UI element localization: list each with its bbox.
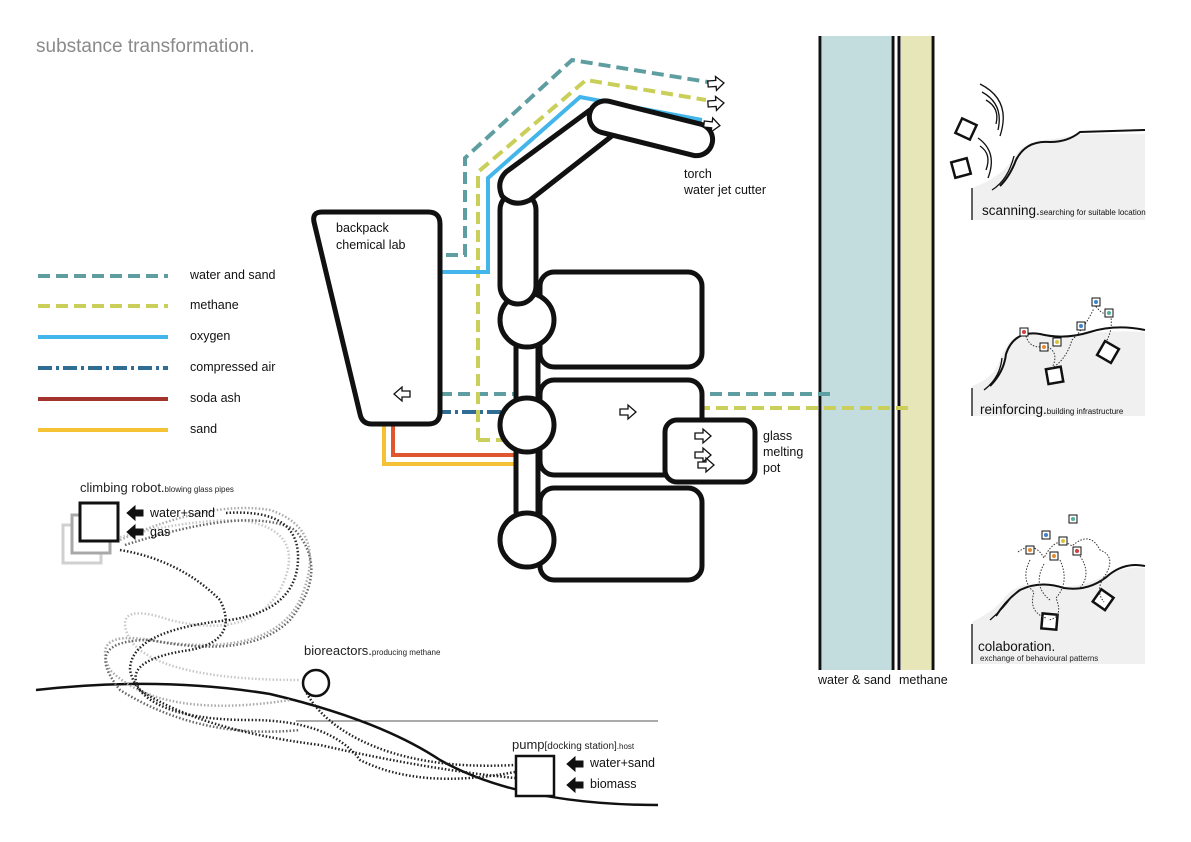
label-chemical-lab: chemical lab — [336, 238, 406, 252]
panel-caption-scanning: scanning.searching for suitable location — [982, 203, 1146, 218]
label-melting: melting — [763, 445, 804, 459]
label-water-jet-cutter: water jet cutter — [684, 183, 766, 197]
tanks — [818, 36, 935, 670]
climbing-input-water-sand: water+sand — [150, 506, 215, 520]
pump-station — [514, 754, 556, 798]
glass-melting-pot — [662, 417, 758, 485]
panel-caption-colaboration-sub: exchange of behavioural patterns — [980, 654, 1099, 663]
torch-head — [586, 98, 716, 159]
legend-label-methane: methane — [190, 298, 239, 312]
pipe-methane-torch — [476, 77, 707, 440]
backpack-chemical-lab — [311, 209, 443, 427]
panel-reinforcing — [971, 297, 1146, 416]
tank-label-water-sand: water & sand — [818, 673, 891, 687]
joint-3 — [497, 510, 557, 570]
landscape — [35, 501, 659, 807]
pump-caption: pump[docking station].host — [512, 737, 635, 752]
body-segment-1 — [537, 269, 705, 370]
panel-caption-reinforcing: reinforcing.building infrastructure — [980, 402, 1124, 417]
joint-2 — [497, 395, 557, 455]
climbing-input-gas: gas — [150, 525, 171, 539]
panel-scanning — [949, 83, 1146, 220]
legend-label-compressed-air: compressed air — [190, 360, 276, 374]
tank-label-methane: methane — [899, 673, 948, 687]
panel-colaboration — [971, 514, 1146, 664]
legend-label-sand: sand — [190, 422, 218, 436]
water-sand-tank — [822, 36, 891, 670]
bioreactors-caption: bioreactors.producing methane — [304, 643, 441, 658]
bioreactor — [301, 668, 331, 698]
body-segment-3 — [537, 485, 705, 583]
legend-label-water-sand: water and sand — [190, 268, 276, 282]
legend-label-soda-ash: soda ash — [190, 391, 241, 405]
climbing-robot — [78, 501, 120, 543]
label-glass: glass — [763, 429, 793, 443]
label-backpack: backpack — [336, 221, 389, 235]
pipe-water-sand-torch — [428, 57, 709, 257]
panel-caption-colaboration: colaboration. — [978, 639, 1056, 654]
robot — [311, 98, 758, 583]
label-torch: torch — [684, 167, 712, 181]
page-title: substance transformation. — [36, 36, 255, 57]
legend-label-oxygen: oxygen — [190, 329, 231, 343]
methane-tank — [901, 36, 931, 670]
pump-input-water-sand: water+sand — [590, 756, 655, 770]
pump-input-biomass: biomass — [590, 777, 637, 791]
legend-swatches — [38, 274, 168, 432]
climbing-robot-caption: climbing robot.blowing glass pipes — [80, 480, 234, 495]
label-pot: pot — [763, 461, 781, 475]
